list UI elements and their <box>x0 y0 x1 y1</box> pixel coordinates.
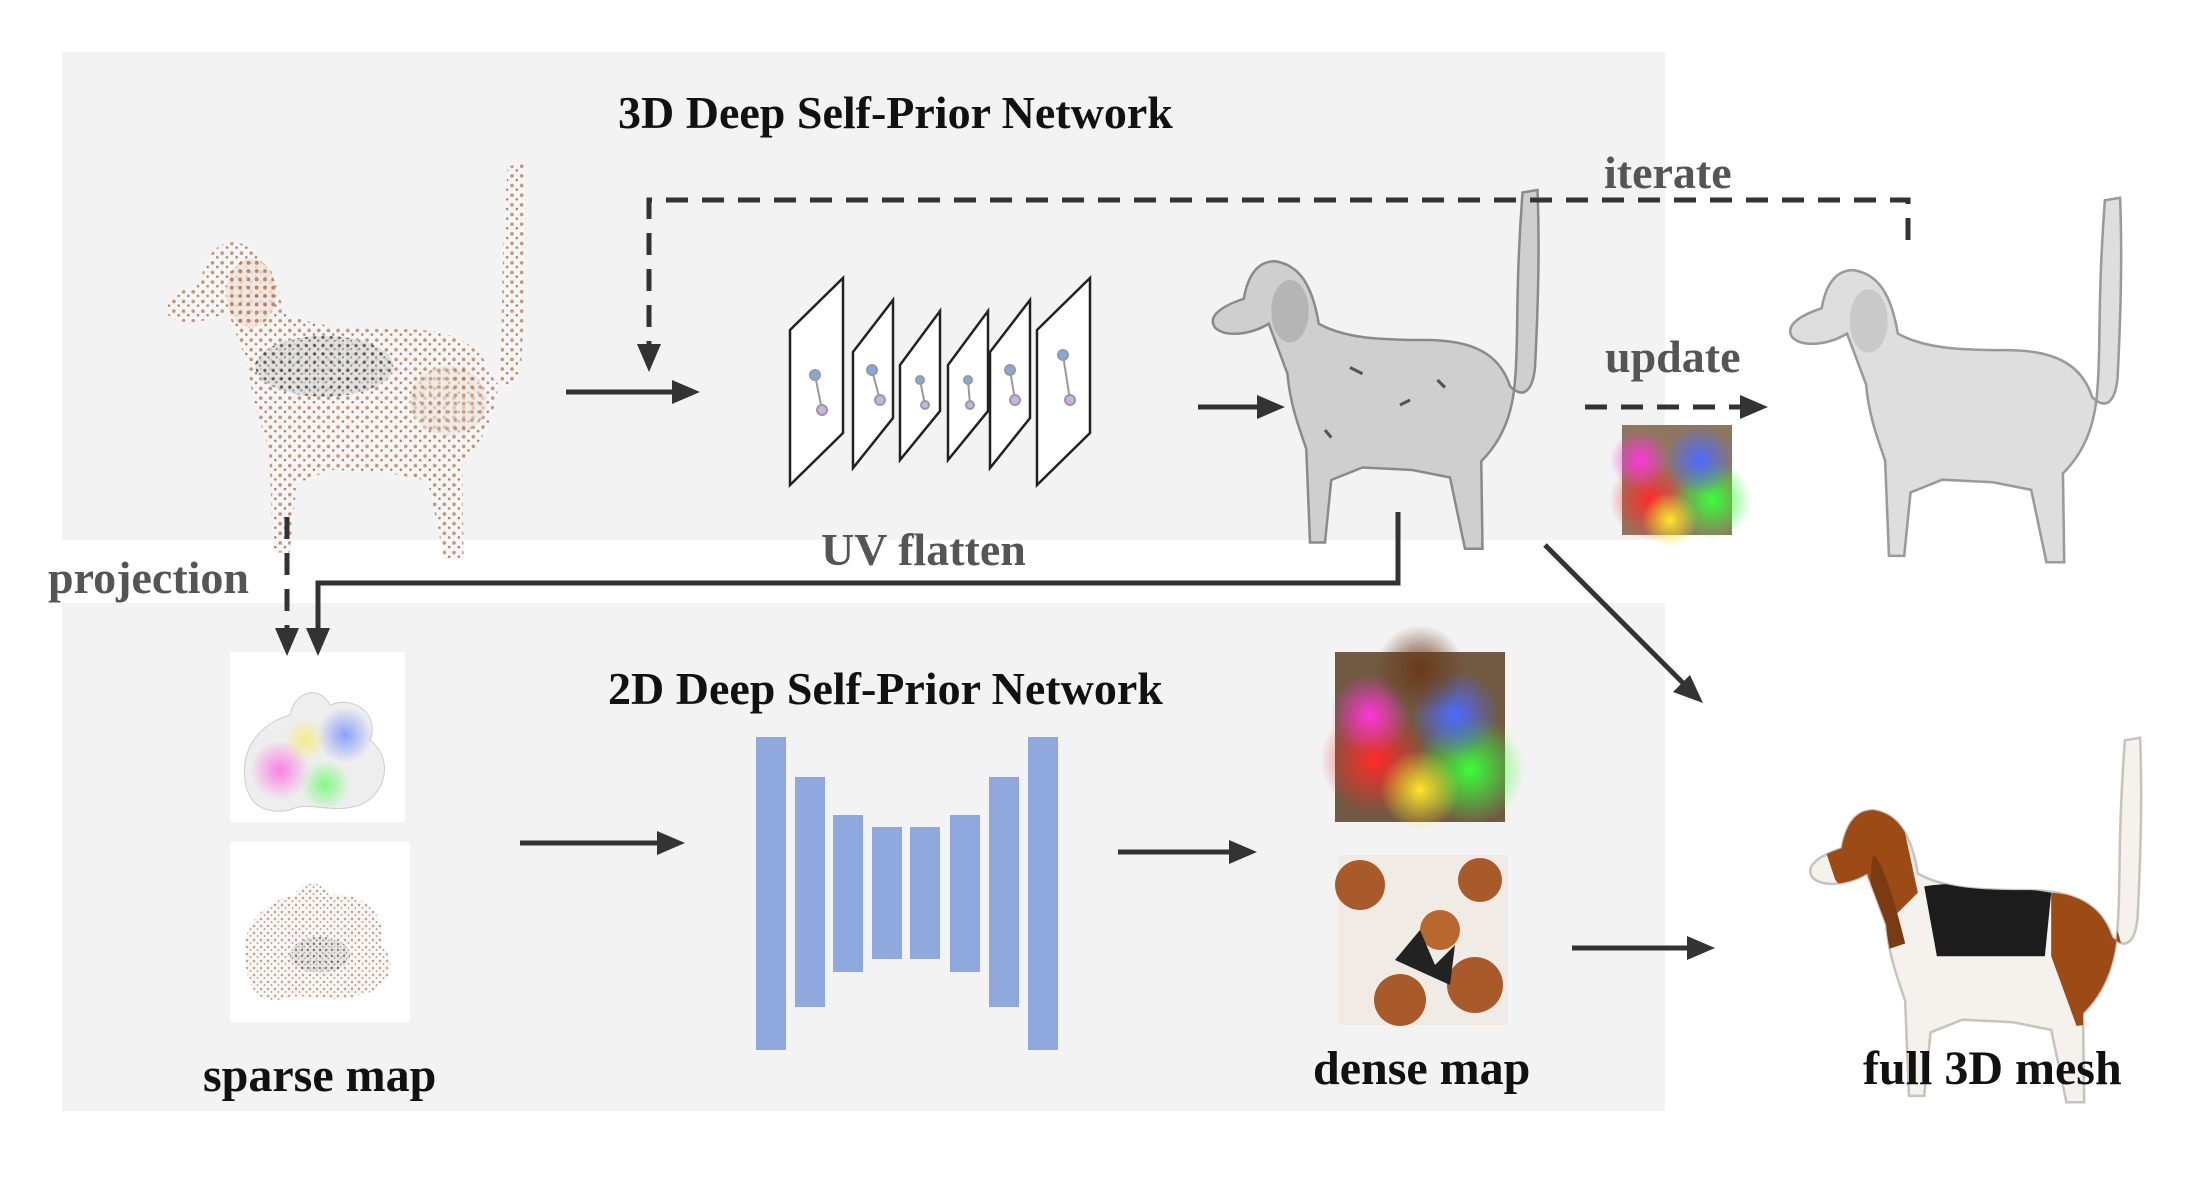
update-color-map-image <box>1610 425 1752 548</box>
arrow-mesh-to-full <box>1543 543 1703 703</box>
sparse-map-caption: sparse map <box>203 1049 437 1102</box>
dense-map-texture-image <box>1335 855 1508 1026</box>
arrow-projection <box>275 517 299 656</box>
sparse-map-texture-image <box>230 842 410 1022</box>
arrow-network-to-mesh <box>1198 395 1285 419</box>
intermediate-mesh-dog-image <box>1211 188 1540 550</box>
full-mesh-caption: full 3D mesh <box>1863 1042 2122 1095</box>
arrow-unet-to-dense <box>1118 840 1257 864</box>
uv-flatten-label: UV flatten <box>821 524 1026 575</box>
arrow-sparse-to-unet <box>520 831 685 855</box>
dense-map-caption: dense map <box>1313 1042 1531 1095</box>
arrow-iterate-loop <box>637 197 1911 372</box>
uv-flatten-graph-glyphs <box>809 349 1076 416</box>
projection-label: projection <box>48 552 250 603</box>
arrow-uv-flatten <box>306 512 1401 656</box>
point-cloud-dog-image <box>165 163 526 560</box>
bottom-panel-title: 2D Deep Self-Prior Network <box>608 663 1163 714</box>
iterate-label: iterate <box>1604 147 1732 198</box>
updated-mesh-dog-image <box>1789 196 2123 564</box>
update-label: update <box>1605 331 1741 382</box>
arrow-dense-to-full <box>1572 936 1715 960</box>
arrow-input-to-network <box>566 380 700 404</box>
unet-2d-network <box>756 737 1058 1050</box>
top-panel-title: 3D Deep Self-Prior Network <box>618 87 1173 138</box>
dense-map-color-image <box>1320 625 1525 830</box>
sparse-map-color-image <box>230 652 405 822</box>
uv-flatten-network-image <box>788 275 1092 488</box>
arrow-update <box>1585 395 1768 419</box>
